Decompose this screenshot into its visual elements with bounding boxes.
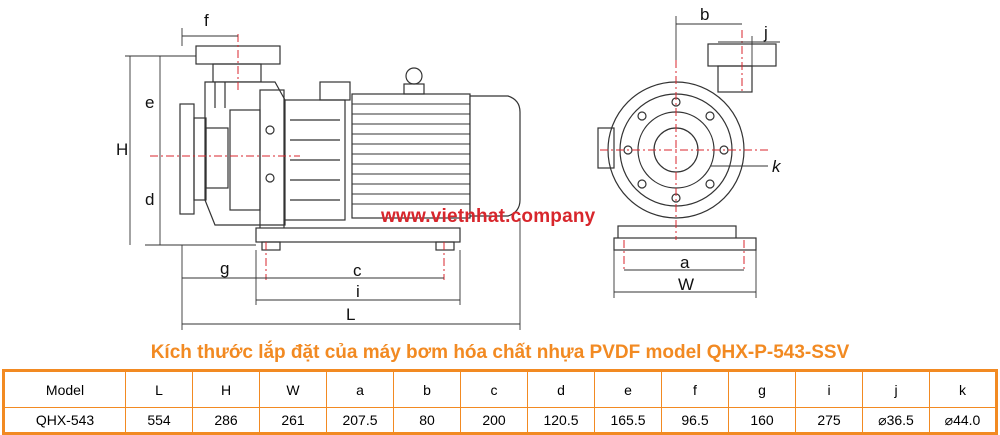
header-cell: c <box>460 370 528 408</box>
header-cell: d <box>527 370 595 408</box>
label-k: k <box>772 157 782 176</box>
label-i: i <box>356 282 360 301</box>
header-cell: g <box>728 370 796 408</box>
table-cell: QHX-543 <box>3 407 126 434</box>
table-cell: 80 <box>393 407 461 434</box>
side-view <box>125 28 521 330</box>
label-L: L <box>346 305 355 324</box>
watermark: www.vietnhat.company <box>381 206 596 227</box>
label-b: b <box>700 5 709 24</box>
table-cell: 207.5 <box>326 407 394 434</box>
header-cell: b <box>393 370 461 408</box>
table-cell: 160 <box>728 407 796 434</box>
header-cell: f <box>661 370 729 408</box>
label-W: W <box>678 275 694 294</box>
label-d: d <box>145 190 154 209</box>
table-cell: 96.5 <box>661 407 729 434</box>
table-cell: 165.5 <box>594 407 662 434</box>
label-a: a <box>680 253 690 272</box>
table-cell: 200 <box>460 407 528 434</box>
table-cell: 120.5 <box>527 407 595 434</box>
table-cell: ⌀36.5 <box>862 407 930 434</box>
table-cell: 261 <box>259 407 327 434</box>
table-header-row: Model L H W a b c d e f g i j k <box>3 370 997 408</box>
table-cell: 286 <box>192 407 260 434</box>
label-e: e <box>145 93 154 112</box>
table-row: QHX-543 554 286 261 207.5 80 200 120.5 1… <box>3 407 997 434</box>
front-view <box>597 16 780 298</box>
pump-dimension-drawing: f e H d g c i L <box>116 5 782 330</box>
table-cell: 275 <box>795 407 863 434</box>
header-cell: e <box>594 370 662 408</box>
header-cell: k <box>929 370 997 408</box>
table-cell: 554 <box>125 407 193 434</box>
caption-title: Kích thước lắp đặt của máy bơm hóa chất … <box>150 342 850 363</box>
header-cell: a <box>326 370 394 408</box>
header-cell: i <box>795 370 863 408</box>
dimension-table: Model L H W a b c d e f g i j k QHX-543 … <box>2 369 998 435</box>
label-H: H <box>116 140 128 159</box>
header-cell: Model <box>3 370 126 408</box>
label-j: j <box>763 23 768 42</box>
label-f: f <box>204 11 209 30</box>
header-cell: W <box>259 370 327 408</box>
header-cell: H <box>192 370 260 408</box>
table-cell: ⌀44.0 <box>929 407 997 434</box>
header-cell: j <box>862 370 930 408</box>
header-cell: L <box>125 370 193 408</box>
label-c: c <box>353 261 362 280</box>
label-g: g <box>220 259 229 278</box>
